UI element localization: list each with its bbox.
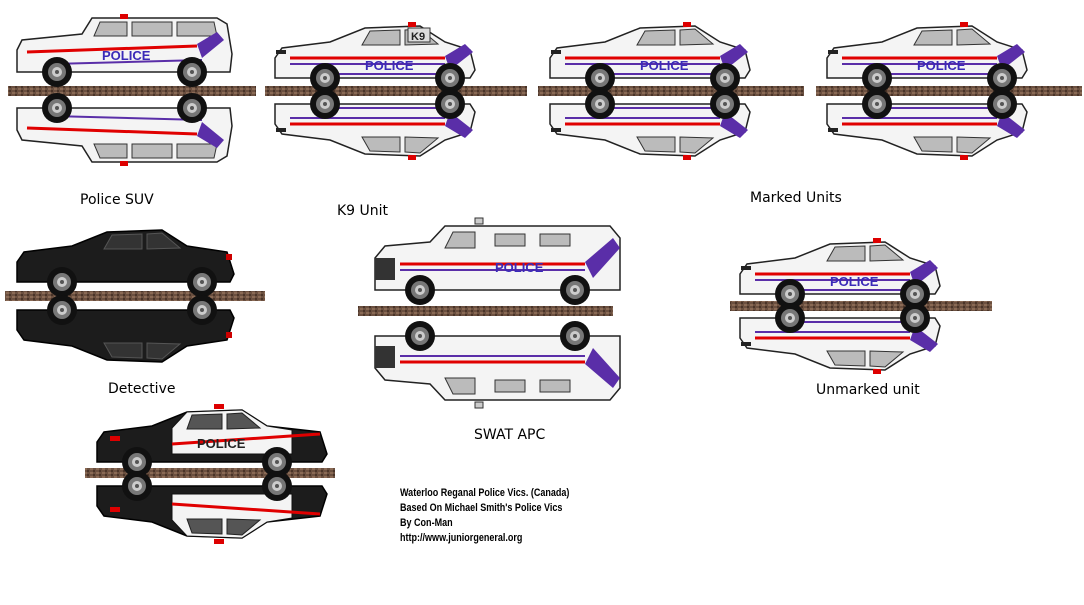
police-marking: POLICE bbox=[102, 48, 151, 63]
label-unmarked-unit: Unmarked unit bbox=[816, 382, 920, 398]
road-strip bbox=[5, 291, 265, 301]
label-k9-unit: K9 Unit bbox=[337, 203, 389, 219]
police-marking: POLICE bbox=[197, 436, 246, 451]
credits-line: By Con-Man bbox=[400, 517, 453, 529]
credits-line: Based On Michael Smith's Police Vics bbox=[400, 502, 563, 514]
label-swat-apc: SWAT APC bbox=[474, 427, 546, 443]
road-strip bbox=[730, 301, 992, 311]
black-white-unit-sprite: POLICE bbox=[95, 402, 329, 546]
k9-unit-sprite: K9 POLICE bbox=[273, 20, 477, 162]
label-marked-units: Marked Units bbox=[750, 190, 842, 206]
credits-block: Waterloo Reganal Police Vics. (Canada) B… bbox=[400, 486, 569, 546]
label-detective: Detective bbox=[108, 381, 176, 397]
swat-apc-sprite: POLICE bbox=[373, 216, 622, 410]
k9-marking: K9 bbox=[411, 31, 425, 43]
road-strip bbox=[538, 86, 804, 96]
road-strip bbox=[265, 86, 527, 96]
police-marking: POLICE bbox=[830, 274, 879, 289]
police-marking: POLICE bbox=[365, 58, 414, 73]
credits-link[interactable]: http://www.juniorgeneral.org bbox=[400, 532, 523, 544]
road-strip bbox=[85, 468, 335, 478]
marked-unit-sprite: POLICE bbox=[825, 20, 1029, 162]
police-marking: POLICE bbox=[495, 260, 544, 275]
credits-line: Waterloo Reganal Police Vics. (Canada) bbox=[400, 487, 570, 499]
police-marking: POLICE bbox=[917, 58, 966, 73]
unmarked-unit-sprite: POLICE bbox=[738, 236, 942, 376]
marked-unit-sprite: POLICE bbox=[548, 20, 752, 162]
road-strip bbox=[816, 86, 1082, 96]
road-strip bbox=[358, 306, 613, 316]
police-marking: POLICE bbox=[640, 58, 689, 73]
label-police-suv: Police SUV bbox=[80, 192, 154, 208]
road-strip bbox=[8, 86, 256, 96]
police-suv-sprite: POLICE bbox=[15, 12, 234, 168]
